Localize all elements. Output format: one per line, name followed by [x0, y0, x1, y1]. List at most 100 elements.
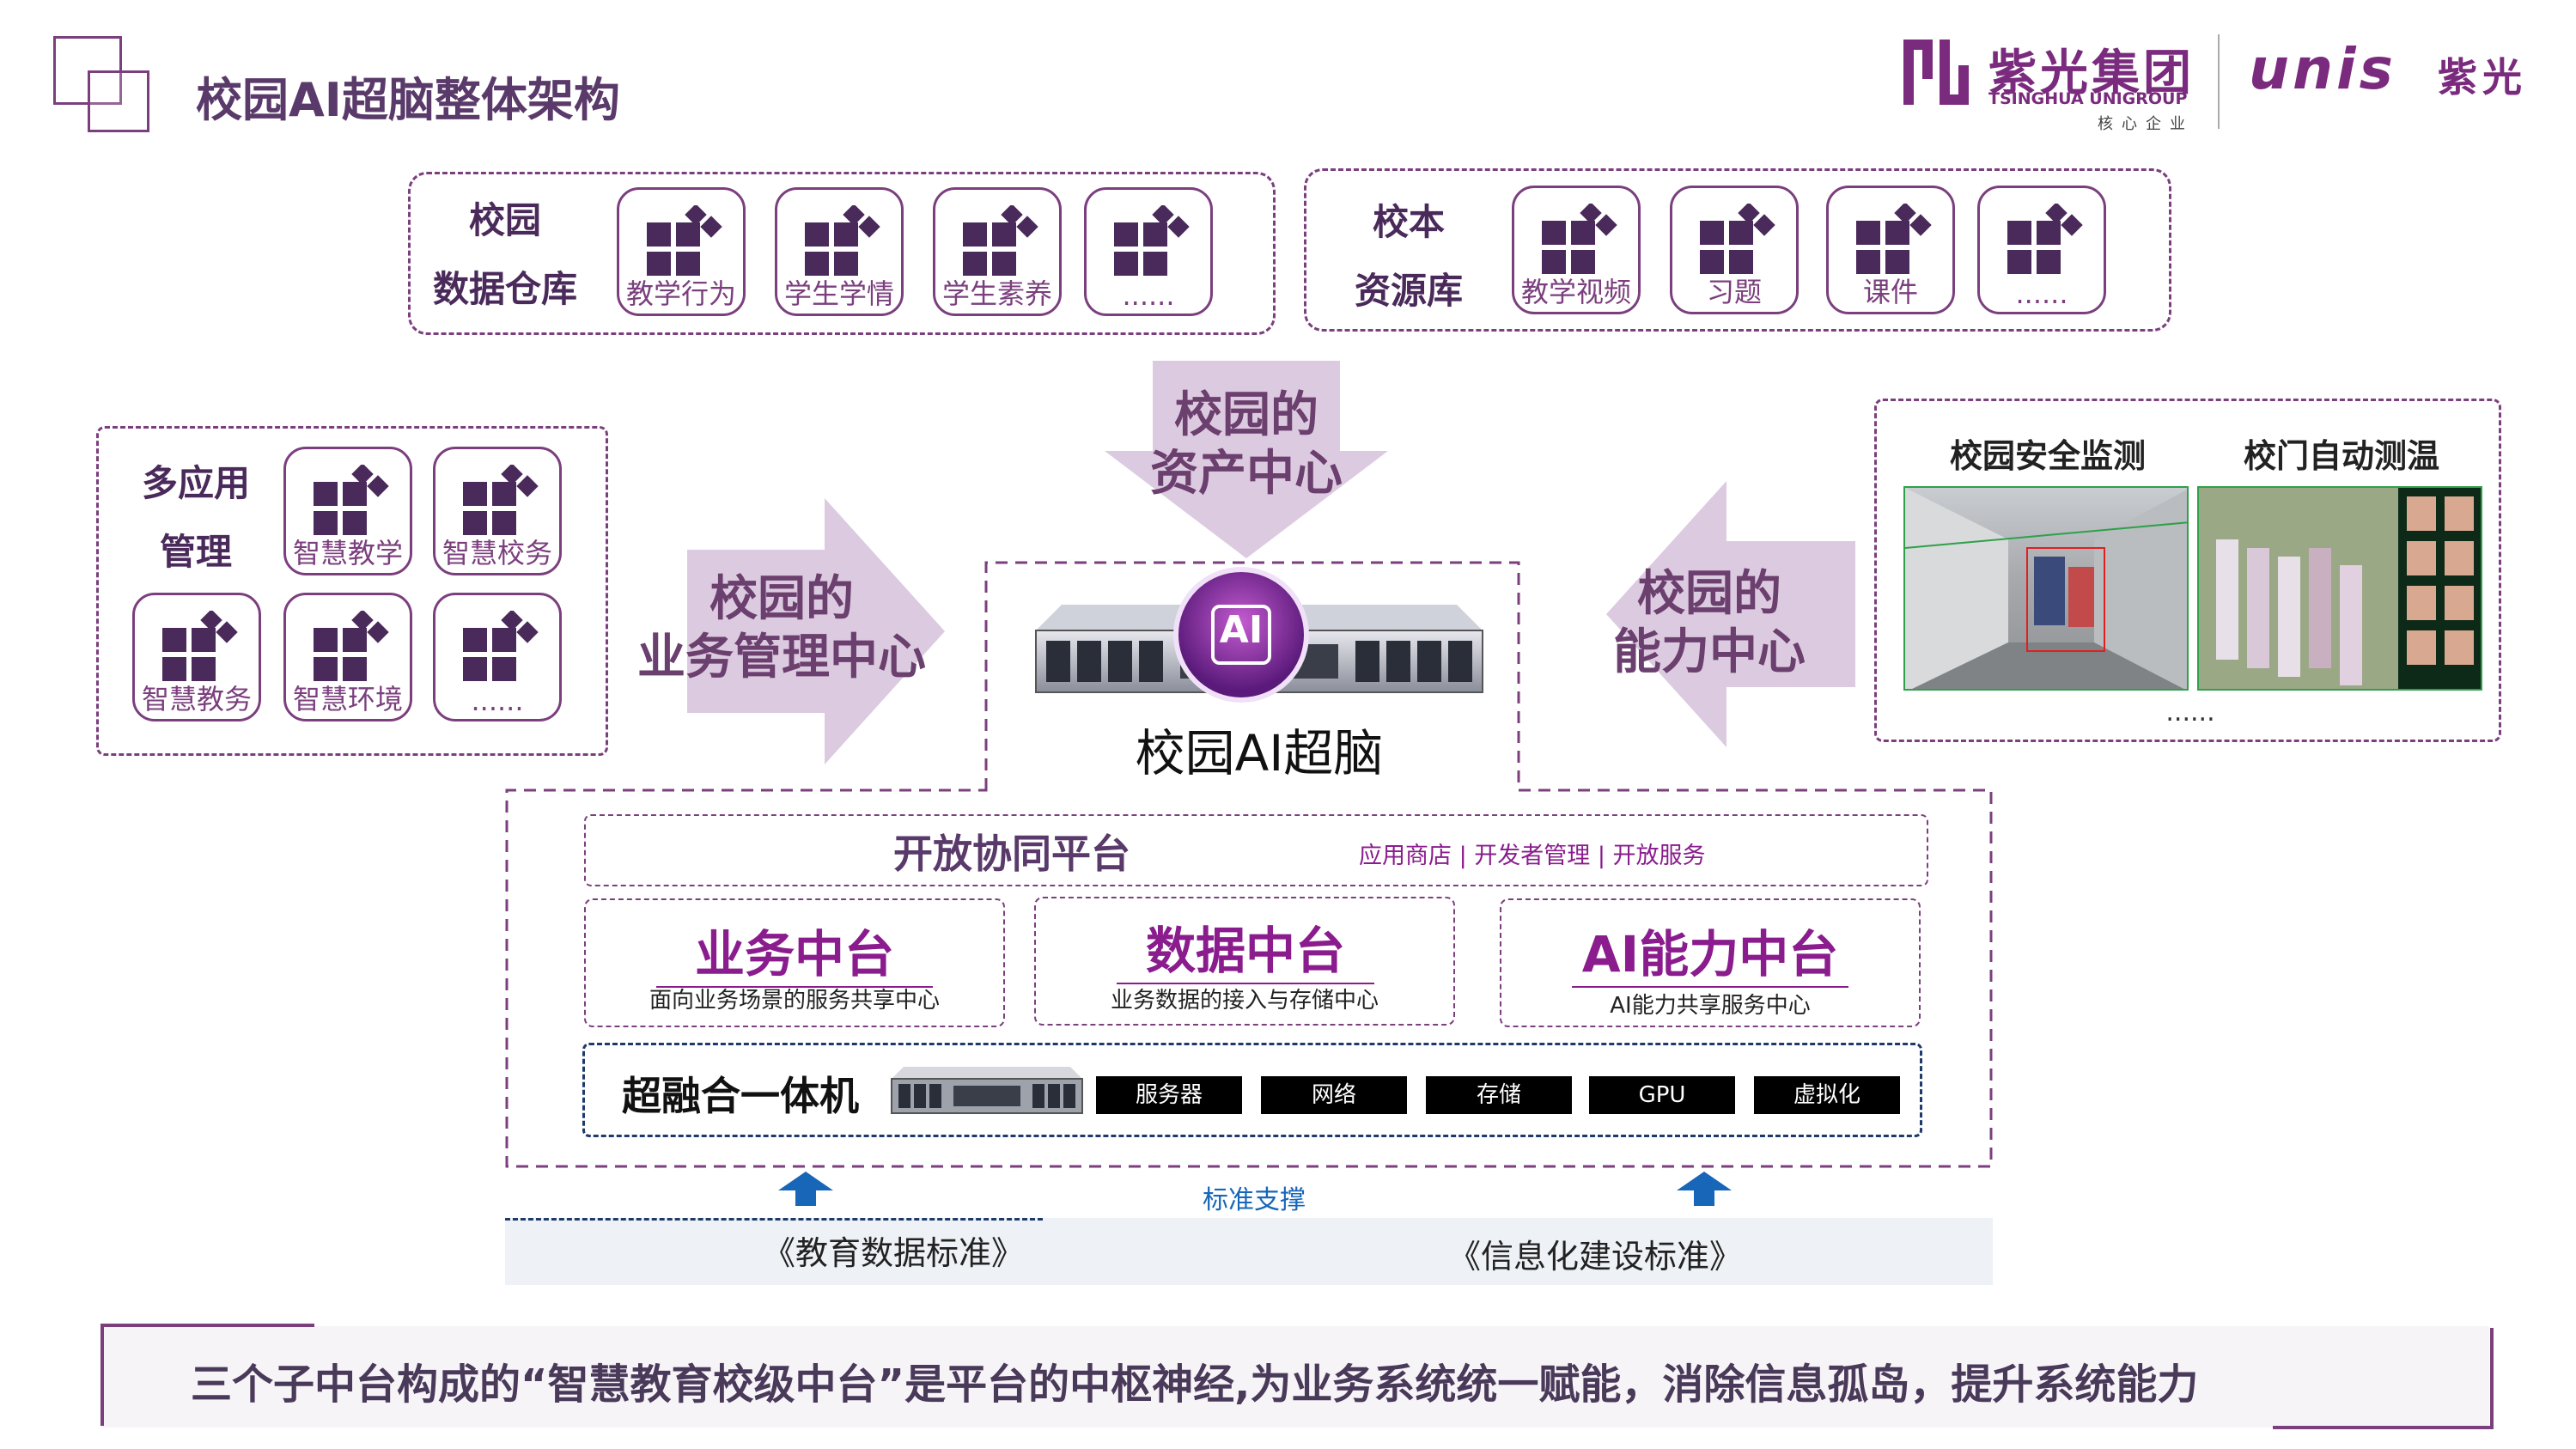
open-platform-panel[interactable] — [584, 814, 1928, 886]
standard-informatization[interactable]: 《信息化建设标准》 — [1448, 1238, 1743, 1275]
tile-label: ...... — [2015, 277, 2068, 310]
data-platform-panel[interactable] — [1034, 897, 1455, 1026]
grid-icon — [463, 465, 539, 535]
business-platform-panel[interactable] — [584, 898, 1005, 1027]
standard-education-data[interactable]: 《教育数据标准》 — [763, 1234, 1025, 1272]
hci-title: 超融合一体机 — [622, 1073, 859, 1119]
tile-student-learning[interactable]: 学生学情 — [775, 187, 904, 316]
data-warehouse-group — [408, 172, 1276, 335]
brand-cn: 紫光集团 — [1988, 46, 2195, 101]
data-platform-title: 数据中台 — [1117, 910, 1374, 984]
arrow-left-line1: 校园的 — [709, 571, 854, 627]
monitor-label-temperature: 校门自动测温 — [2243, 437, 2439, 475]
grid-icon — [2007, 204, 2083, 274]
open-platform-title: 开放协同平台 — [893, 831, 1130, 877]
title-decoration — [53, 36, 152, 135]
tile-courseware[interactable]: 课件 — [1826, 186, 1955, 314]
tile-smart-environment[interactable]: 智慧环境 — [283, 593, 412, 721]
arrow-right-shape — [687, 498, 945, 764]
tile-label: 智慧教务 — [141, 683, 252, 715]
tile-more[interactable]: ...... — [433, 593, 562, 721]
warehouse-title-line2: 数据仓库 — [432, 268, 577, 310]
grid-icon — [805, 205, 880, 276]
temperature-camera-image — [2197, 486, 2482, 691]
tile-student-quality[interactable]: 学生素养 — [933, 187, 1062, 316]
standards-band-divider — [505, 1218, 1043, 1221]
tile-label: 教学行为 — [625, 277, 736, 310]
standards-center-label: 标准支撑 — [1203, 1185, 1306, 1215]
ai-platform-title: AI能力中台 — [1572, 914, 1848, 988]
monitor-label-safety: 校园安全监测 — [1949, 437, 2146, 475]
page-title: 校园AI超脑整体架构 — [196, 73, 620, 127]
students-scene-icon — [2199, 488, 2481, 689]
business-platform-title: 业务中台 — [656, 914, 933, 988]
footer-text: 三个子中台构成的“智慧教育校级中台”是平台的中枢神经,为业务系统统一赋能，消除信… — [191, 1361, 2199, 1409]
tile-label: 习题 — [1706, 276, 1762, 308]
server-icon — [891, 1067, 1083, 1114]
ai-chip-icon: AI — [1173, 567, 1309, 703]
open-platform-sub: 应用商店 | 开发者管理 | 开放服务 — [1359, 843, 1706, 869]
ai-brain-title: 校园AI超脑 — [1135, 724, 1384, 782]
tsinghua-unigroup-logo: 紫光集团 TSINGHUA UNIGROUP 核心企业 — [1898, 34, 2208, 136]
unis-logo: unis — [2249, 36, 2396, 102]
tile-more[interactable]: ...... — [1977, 186, 2106, 314]
corridor-scene-icon — [1905, 488, 2187, 689]
tile-teaching-behavior[interactable]: 教学行为 — [617, 187, 746, 316]
arrow-right-line2: 能力中心 — [1613, 624, 1806, 680]
grid-icon — [963, 205, 1038, 276]
tile-label: ...... — [1122, 279, 1175, 312]
grid-icon — [1856, 204, 1932, 274]
grid-icon — [1542, 204, 1617, 274]
monitor-group — [1874, 399, 2501, 742]
warehouse-title-line1: 校园 — [468, 199, 541, 241]
business-platform-sub: 面向业务场景的服务共享中心 — [649, 988, 940, 1014]
hci-item-server[interactable]: 服务器 — [1096, 1076, 1242, 1114]
tile-smart-teaching[interactable]: 智慧教学 — [283, 447, 412, 575]
arrow-top-line1: 校园的 — [1174, 387, 1318, 443]
apps-title-line2: 管理 — [159, 531, 232, 573]
brand-sub: 核心企业 — [2098, 115, 2194, 133]
chip-core — [1211, 605, 1271, 665]
monitor-more: ...... — [2165, 697, 2215, 728]
tile-exercises[interactable]: 习题 — [1670, 186, 1799, 314]
ai-platform-panel[interactable] — [1500, 898, 1921, 1027]
ai-brain-connector-outline — [505, 561, 1993, 1168]
hci-item-storage[interactable]: 存储 — [1426, 1076, 1572, 1114]
hci-item-virtualization[interactable]: 虚拟化 — [1754, 1076, 1900, 1114]
apps-title-line1: 多应用 — [141, 462, 250, 504]
standards-band — [505, 1218, 1993, 1285]
grid-icon — [314, 611, 389, 681]
grid-icon — [1700, 204, 1775, 274]
up-arrow-icon — [1677, 1172, 1732, 1206]
hci-server-image — [888, 1062, 1086, 1117]
hci-item-network[interactable]: 网络 — [1261, 1076, 1407, 1114]
grid-icon — [162, 611, 238, 681]
tile-label: 课件 — [1862, 276, 1918, 308]
tile-more[interactable]: ...... — [1084, 187, 1213, 316]
tile-label: 智慧教学 — [292, 537, 403, 569]
resources-title-line1: 校本 — [1372, 201, 1445, 243]
tile-label: 智慧环境 — [292, 683, 403, 715]
chip-label: AI — [1219, 608, 1264, 652]
grid-icon — [1114, 205, 1190, 276]
resources-title-line2: 资源库 — [1354, 270, 1463, 312]
safety-camera-image — [1903, 486, 2189, 691]
brand-en: TSINGHUA UNIGROUP — [1988, 89, 2188, 108]
unigroup-mark-icon — [1903, 40, 1969, 105]
logo-divider — [2218, 34, 2220, 129]
grid-icon — [463, 611, 539, 681]
tile-smart-academic[interactable]: 智慧教务 — [132, 593, 261, 721]
tile-smart-admin[interactable]: 智慧校务 — [433, 447, 562, 575]
grid-icon — [647, 205, 722, 276]
tile-label: ...... — [471, 685, 524, 717]
grid-icon — [314, 465, 389, 535]
hci-item-gpu[interactable]: GPU — [1589, 1076, 1735, 1114]
tile-label: 智慧校务 — [442, 537, 552, 569]
hci-panel[interactable] — [582, 1043, 1922, 1137]
resource-library-group — [1304, 168, 2171, 332]
tile-label: 学生学情 — [783, 277, 894, 310]
tile-teaching-video[interactable]: 教学视频 — [1512, 186, 1641, 314]
arrow-down-shape — [1105, 361, 1388, 558]
ai-platform-sub: AI能力共享服务中心 — [1610, 993, 1811, 1019]
data-platform-sub: 业务数据的接入与存储中心 — [1110, 988, 1379, 1014]
